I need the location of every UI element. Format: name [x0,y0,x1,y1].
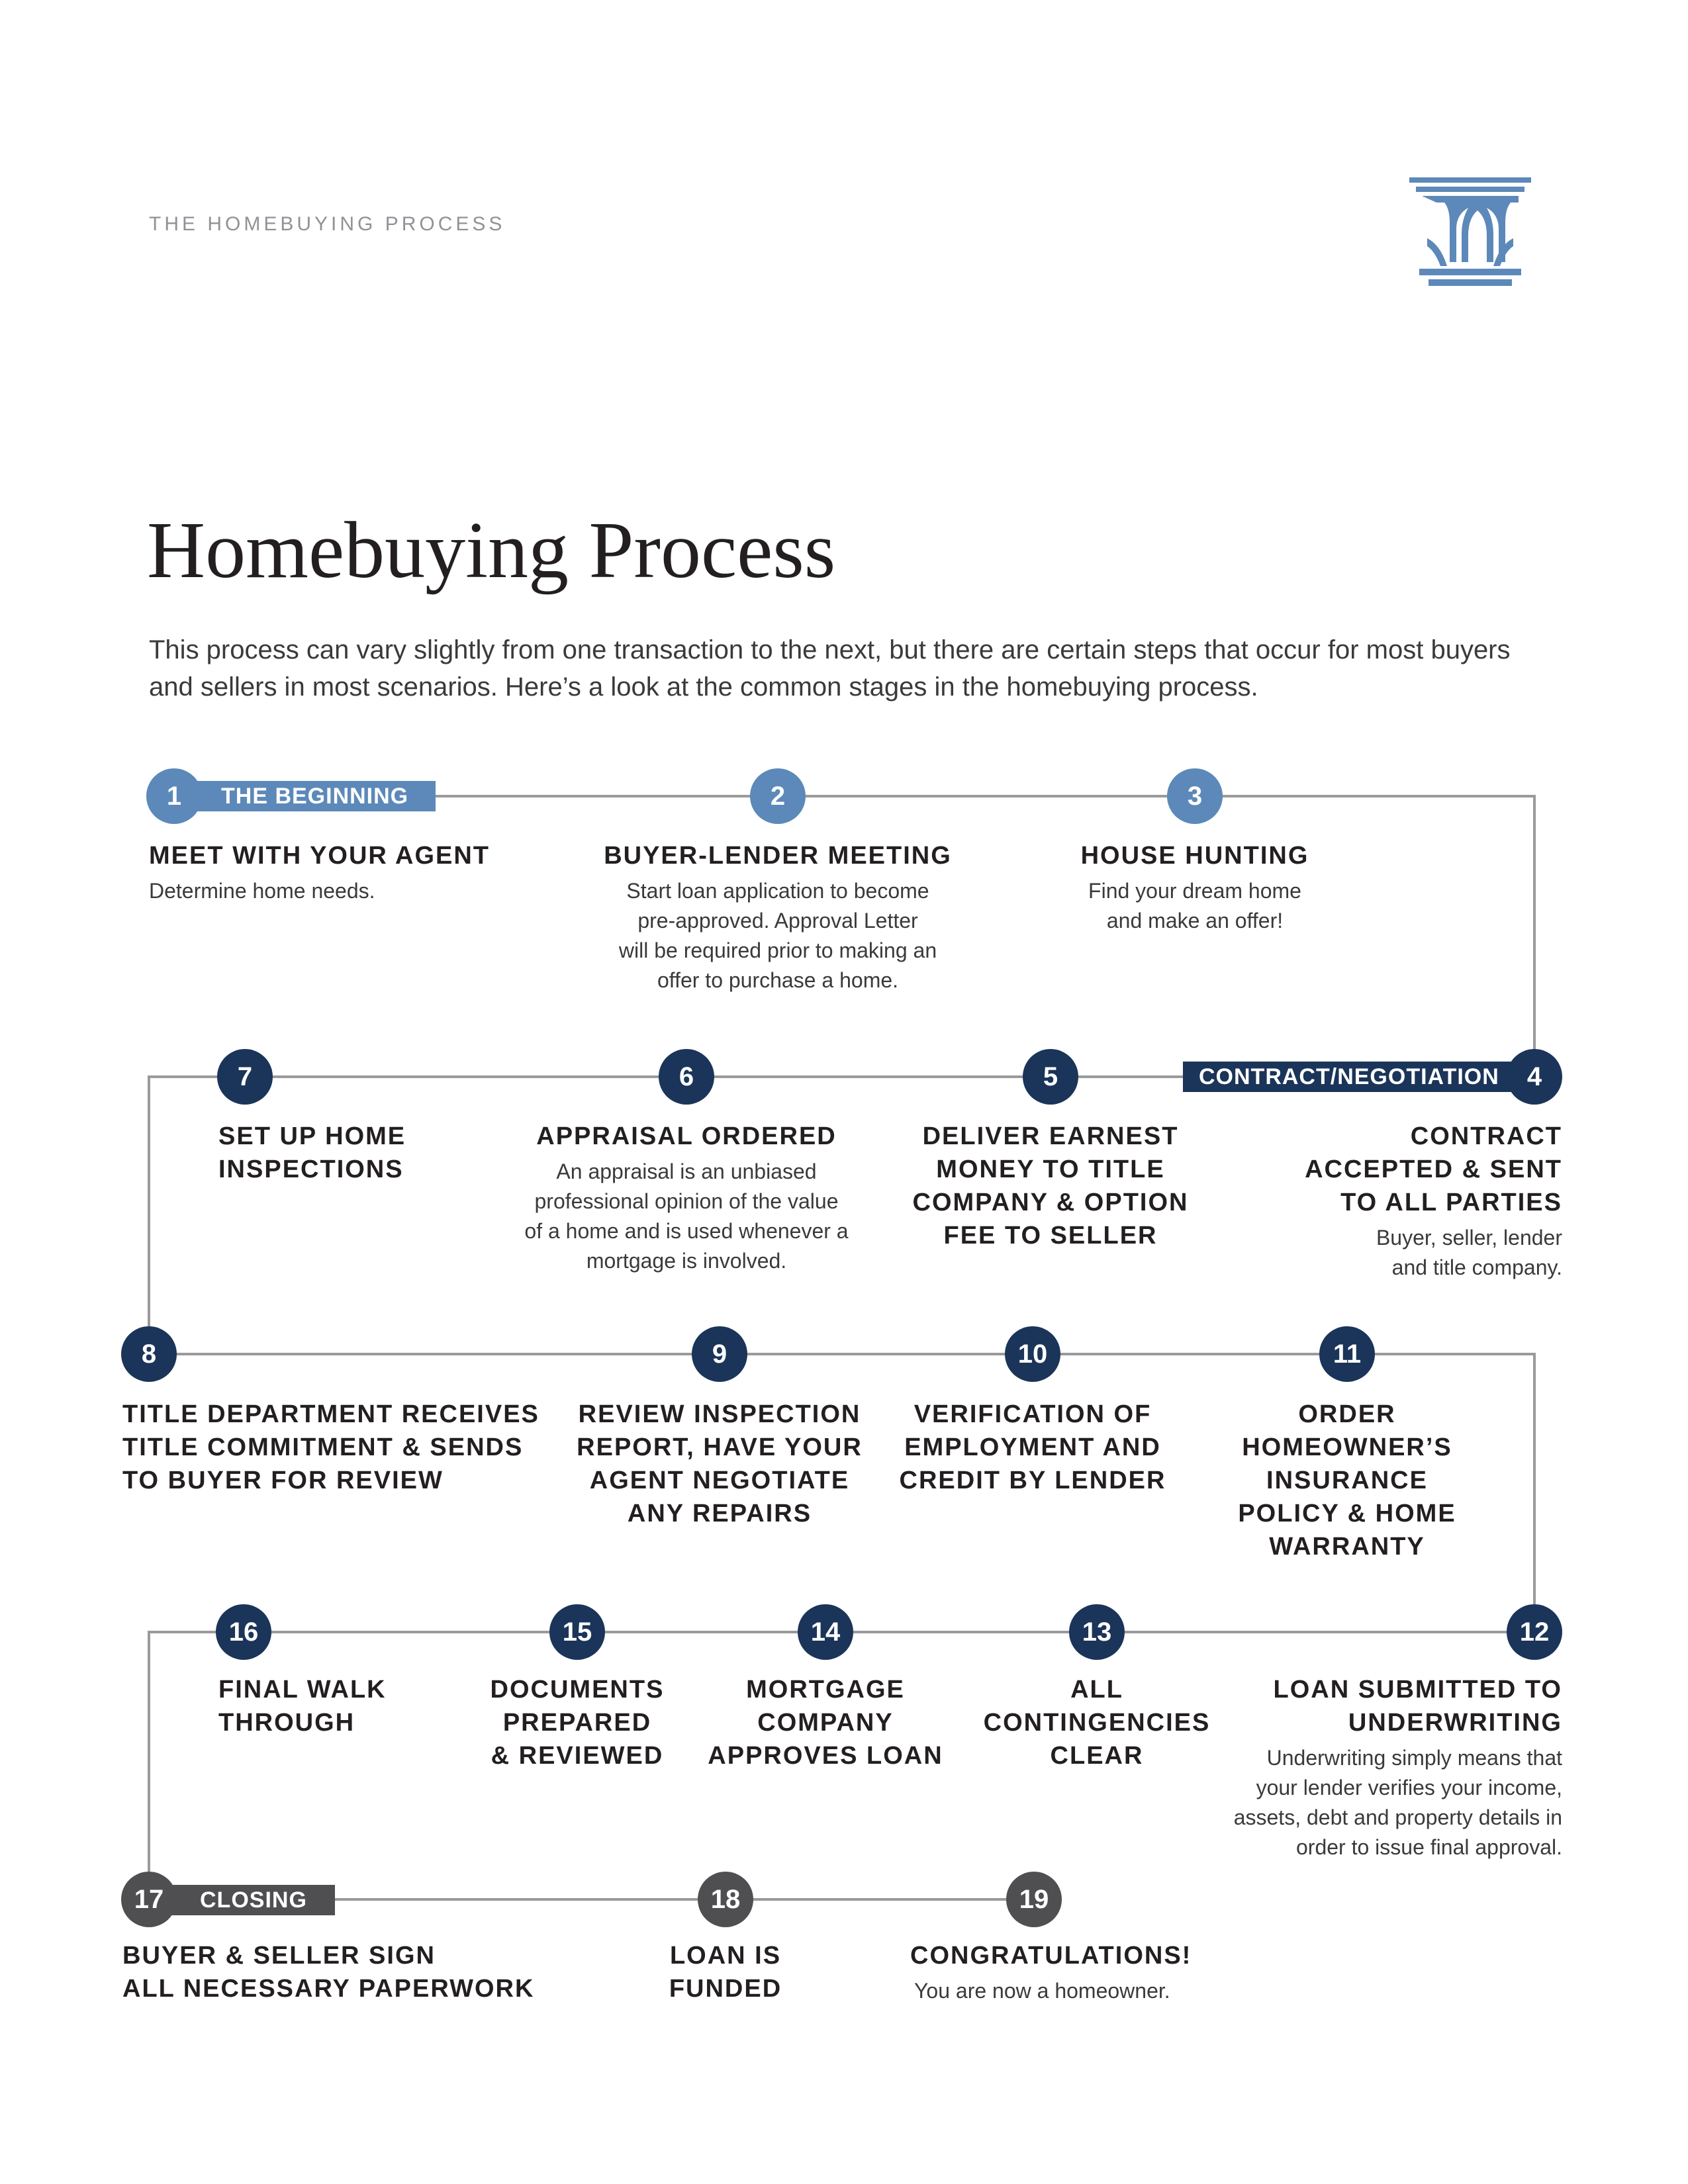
step-12-title: LOAN SUBMITTED TO UNDERWRITING [1273,1676,1562,1737]
step-1-description: Determine home needs. [149,879,375,903]
step-3-number: 3 [1167,768,1223,824]
step-18-number: 18 [698,1872,753,1927]
step-19-number: 19 [1006,1872,1062,1927]
step-9: REVIEW INSPECTION REPORT, HAVE YOUR AGEN… [567,1398,872,1530]
step-11: ORDER HOMEOWNER’S INSURANCE POLICY & HOM… [1201,1398,1493,1563]
step-13-number: 13 [1069,1604,1125,1660]
phase-label-closing: CLOSING [159,1885,335,1915]
connector-row-3 [149,1353,1536,1632]
step-15-number: 15 [549,1604,605,1660]
step-1-title: MEET WITH YOUR AGENT [149,842,490,870]
phase-label-beginning: THE BEGINNING [177,781,436,811]
step-6-number: 6 [659,1049,714,1105]
step-1-number: 1 [146,768,202,824]
step-19-description: You are now a homeowner. [914,1979,1170,2003]
step-14-number: 14 [798,1604,853,1660]
step-10: VERIFICATION OF EMPLOYMENT AND CREDIT BY… [880,1398,1185,1497]
step-6-description: An appraisal is an unbiased professional… [524,1160,849,1273]
step-8-title: TITLE DEPARTMENT RECEIVES TITLE COMMITME… [122,1400,539,1494]
step-2: BUYER-LENDER MEETING Start loan applicat… [592,839,963,995]
step-14: MORTGAGE COMPANY APPROVES LOAN [693,1673,958,1772]
connector-row-1 [173,795,1536,1077]
intro-paragraph: This process can vary slightly from one … [149,635,1511,702]
step-18-title: LOAN IS FUNDED [669,1942,782,2003]
step-15: DOCUMENTS PREPARED & REVIEWED [468,1673,686,1772]
step-6: APPRAISAL ORDERED An appraisal is an unb… [508,1120,865,1276]
step-11-number: 11 [1319,1326,1375,1382]
step-9-title: REVIEW INSPECTION REPORT, HAVE YOUR AGEN… [577,1400,863,1527]
column-capital-icon [1407,172,1533,295]
step-10-number: 10 [1005,1326,1060,1382]
step-2-title: BUYER-LENDER MEETING [604,842,952,870]
eyebrow-label: THE HOMEBUYING PROCESS [149,213,506,235]
step-3-description: Find your dream home and make an offer! [1088,879,1301,933]
step-4-description: Buyer, seller, lender and title company. [1376,1226,1562,1279]
step-12-description: Underwriting simply means that your lend… [1233,1746,1562,1859]
step-16-number: 16 [216,1604,271,1660]
step-7-number: 7 [217,1049,273,1105]
step-17-title: BUYER & SELLER SIGN ALL NECESSARY PAPERW… [122,1942,535,2003]
step-19-title: CONGRATULATIONS! [910,1942,1192,1970]
step-6-title: APPRAISAL ORDERED [536,1122,837,1150]
step-13: ALL CONTINGENCIES CLEAR [964,1673,1229,1772]
step-11-title: ORDER HOMEOWNER’S INSURANCE POLICY & HOM… [1238,1400,1456,1561]
step-16-title: FINAL WALK THROUGH [218,1676,387,1737]
step-18: LOAN IS FUNDED [626,1939,825,2005]
step-4-title: CONTRACT ACCEPTED & SENT TO ALL PARTIES [1305,1122,1562,1216]
step-17-number: 17 [121,1872,177,1927]
step-14-title: MORTGAGE COMPANY APPROVES LOAN [708,1676,943,1770]
step-7-title: SET UP HOME INSPECTIONS [218,1122,406,1183]
step-7: SET UP HOME INSPECTIONS [218,1120,483,1186]
step-17: BUYER & SELLER SIGN ALL NECESSARY PAPERW… [122,1939,599,2005]
step-12: LOAN SUBMITTED TO UNDERWRITING Underwrit… [1165,1673,1562,1862]
step-16: FINAL WALK THROUGH [218,1673,457,1739]
step-3: HOUSE HUNTING Find your dream home and m… [1049,839,1340,936]
step-8-number: 8 [121,1326,177,1382]
step-15-title: DOCUMENTS PREPARED & REVIEWED [490,1676,665,1770]
step-9-number: 9 [692,1326,747,1382]
step-2-description: Start loan application to become pre-app… [618,879,937,992]
step-5-title: DELIVER EARNEST MONEY TO TITLE COMPANY &… [912,1122,1189,1250]
step-1: MEET WITH YOUR AGENT Determine home need… [149,839,546,906]
step-19: CONGRATULATIONS! You are now a homeowner… [910,1939,1281,2006]
step-4: CONTRACT ACCEPTED & SENT TO ALL PARTIES … [1261,1120,1562,1283]
step-3-title: HOUSE HUNTING [1080,842,1309,870]
step-2-number: 2 [750,768,806,824]
step-5-number: 5 [1023,1049,1078,1105]
page-title: Homebuying Process [147,505,836,595]
step-13-title: ALL CONTINGENCIES CLEAR [983,1676,1211,1770]
step-4-number: 4 [1507,1049,1562,1105]
step-12-number: 12 [1507,1604,1562,1660]
step-10-title: VERIFICATION OF EMPLOYMENT AND CREDIT BY… [899,1400,1166,1494]
step-5: DELIVER EARNEST MONEY TO TITLE COMPANY &… [885,1120,1216,1252]
step-8: TITLE DEPARTMENT RECEIVES TITLE COMMITME… [122,1398,573,1497]
phase-label-contract-negotiation: CONTRACT/NEGOTIATION [1183,1062,1515,1092]
